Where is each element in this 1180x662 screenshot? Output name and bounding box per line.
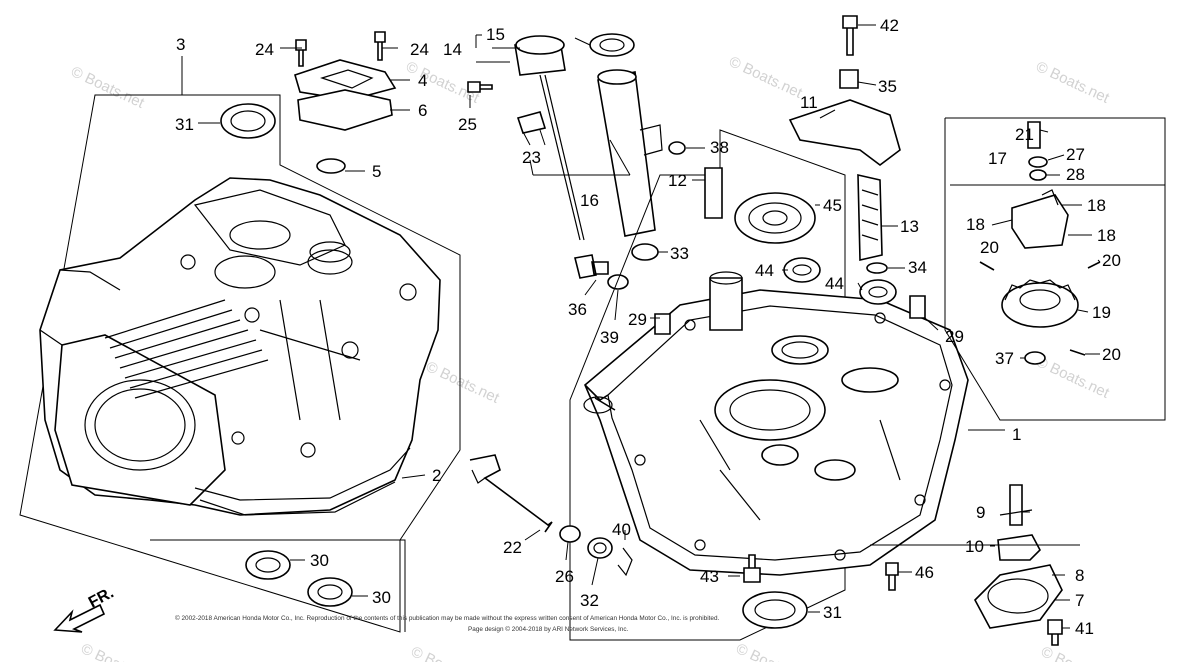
watermark: © Boats.net — [726, 53, 805, 102]
callout-32: 32 — [580, 591, 599, 610]
callout-39: 39 — [600, 328, 619, 347]
callout-7: 7 — [1075, 591, 1084, 610]
callout-44-right: 44 — [825, 274, 844, 293]
callout-29-right: 29 — [945, 327, 964, 346]
copyright-line-2: Page design © 2004-2018 by ARI Network S… — [468, 625, 629, 633]
cylinder-block-outline — [19, 56, 461, 633]
callout-15: 15 — [486, 25, 505, 44]
callout-29-left: 29 — [628, 310, 647, 329]
callout-31-bottom: 31 — [823, 603, 842, 622]
callout-5: 5 — [372, 162, 381, 181]
watermark: © Boats.net — [1033, 353, 1112, 402]
watermark: © Boats.net — [408, 643, 487, 662]
callout-27: 27 — [1066, 145, 1085, 164]
callout-2: 2 — [432, 466, 441, 485]
watermark: © Boats.net — [423, 358, 502, 407]
callout-13: 13 — [900, 217, 919, 236]
watermark: © Boats.net — [78, 640, 157, 662]
callout-26: 26 — [555, 567, 574, 586]
callout-34: 34 — [908, 258, 927, 277]
callout-18-left: 18 — [966, 215, 985, 234]
callout-43: 43 — [700, 567, 719, 586]
oil-filler-parts — [514, 33, 686, 290]
lower-middle-parts — [469, 454, 633, 577]
callout-46: 46 — [915, 563, 934, 582]
copyright-line-1: © 2002-2018 American Honda Motor Co., In… — [175, 614, 720, 622]
callout-38: 38 — [710, 138, 729, 157]
callout-40: 40 — [612, 520, 631, 539]
callout-25: 25 — [458, 115, 477, 134]
watermark: © Boats.net — [733, 640, 812, 662]
watermark: © Boats.net — [1038, 643, 1117, 662]
callout-18-right: 18 — [1097, 226, 1116, 245]
callout-37: 37 — [995, 349, 1014, 368]
callout-8: 8 — [1075, 566, 1084, 585]
callout-20-left: 20 — [980, 238, 999, 257]
callout-16: 16 — [580, 191, 599, 210]
callout-44-left: 44 — [755, 261, 774, 280]
callout-21: 21 — [1015, 125, 1034, 144]
callout-9: 9 — [976, 503, 985, 522]
callout-24-right: 24 — [410, 40, 429, 59]
callout-23: 23 — [522, 148, 541, 167]
callout-4: 4 — [418, 71, 427, 90]
callout-22: 22 — [503, 538, 522, 557]
callout-10: 10 — [965, 537, 984, 556]
callout-19: 19 — [1092, 303, 1111, 322]
leader-lines — [198, 24, 1101, 629]
watermark: © Boats.net — [68, 63, 147, 112]
callout-20-bottom: 20 — [1102, 345, 1121, 364]
callout-18-top: 18 — [1087, 196, 1106, 215]
lower-right-parts — [742, 484, 1080, 646]
callout-labels: 3 24 24 4 6 5 31 25 2 30 30 14 15 23 16 … — [175, 16, 1121, 638]
callout-11: 11 — [800, 93, 818, 112]
callout-42: 42 — [880, 16, 899, 35]
governor-parts — [654, 15, 1166, 421]
callout-12: 12 — [668, 171, 687, 190]
callout-45: 45 — [823, 196, 842, 215]
callout-3: 3 — [176, 35, 185, 54]
callout-31-top: 31 — [175, 115, 194, 134]
callout-30-bottom: 30 — [372, 588, 391, 607]
callout-24-left: 24 — [255, 40, 274, 59]
callout-1: 1 — [1012, 425, 1021, 444]
callout-33: 33 — [670, 244, 689, 263]
callout-30-top: 30 — [310, 551, 329, 570]
watermark: © Boats.net — [1033, 58, 1112, 107]
callout-28: 28 — [1066, 165, 1085, 184]
callout-41: 41 — [1075, 619, 1094, 638]
breather-cover-parts — [150, 31, 493, 632]
copyright-footer: © 2002-2018 American Honda Motor Co., In… — [175, 614, 720, 633]
callout-17: 17 — [988, 149, 1007, 168]
front-direction-arrow: FR. — [53, 584, 117, 633]
callout-14: 14 — [443, 40, 462, 59]
direction-label: FR. — [86, 584, 117, 611]
callout-36: 36 — [568, 300, 587, 319]
callout-6: 6 — [418, 101, 427, 120]
callout-35: 35 — [878, 77, 897, 96]
crankcase-cover-outline — [569, 129, 969, 641]
callout-20-right: 20 — [1102, 251, 1121, 270]
